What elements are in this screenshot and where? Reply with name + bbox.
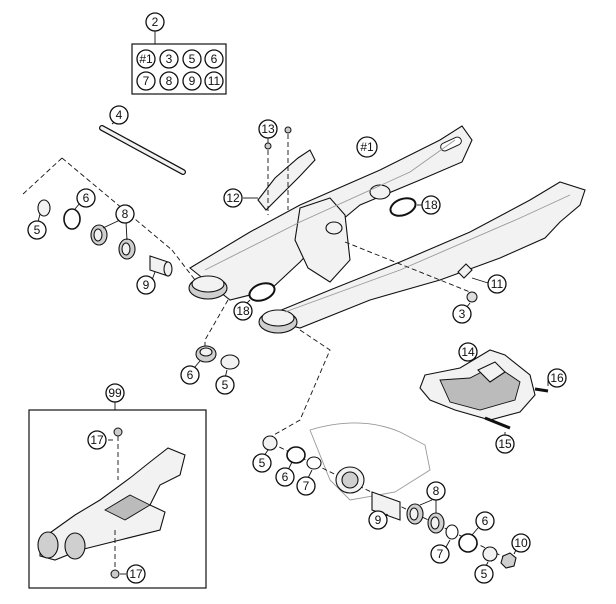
- callout-10[interactable]: 10: [511, 533, 531, 553]
- callout-2-circle[interactable]: [145, 12, 165, 32]
- svg-text:6: 6: [211, 52, 218, 66]
- callout-5-rear-b[interactable]: 5: [474, 564, 494, 584]
- rear-pivot-stack: [262, 435, 517, 569]
- explode-axis-rear: [264, 329, 331, 441]
- callout-17-bottom[interactable]: 17: [126, 564, 146, 584]
- svg-text:12: 12: [226, 191, 240, 205]
- inset-group: [28, 402, 207, 589]
- svg-text:16: 16: [550, 371, 564, 385]
- callout-16[interactable]: 16: [547, 368, 567, 388]
- kit-item-4[interactable]: 6: [204, 49, 224, 69]
- callout-8-rear[interactable]: 8: [426, 481, 446, 501]
- kit-item-5[interactable]: 7: [136, 71, 156, 91]
- svg-text:14: 14: [461, 345, 475, 359]
- svg-text:8: 8: [122, 207, 129, 221]
- callout-9-left[interactable]: 9: [136, 275, 156, 295]
- leader-11: [471, 277, 489, 284]
- callout-14[interactable]: 14: [458, 342, 478, 362]
- callout-3[interactable]: 3: [452, 304, 472, 324]
- callout-12[interactable]: 12: [223, 188, 243, 208]
- callout-2: 2: [152, 15, 159, 29]
- explode-axis-middle: [204, 299, 229, 350]
- svg-text:9: 9: [375, 513, 382, 527]
- callout-18-lower[interactable]: 18: [233, 301, 253, 321]
- callout-15[interactable]: 15: [495, 434, 515, 454]
- svg-text:15: 15: [498, 437, 512, 451]
- svg-text:5: 5: [189, 52, 196, 66]
- axle-part: [99, 119, 186, 175]
- svg-text:7: 7: [143, 74, 150, 88]
- callout-8-left[interactable]: 8: [115, 204, 135, 224]
- callout-4[interactable]: 4: [109, 105, 129, 125]
- inset-box: [28, 409, 207, 589]
- callout-1[interactable]: #1: [356, 136, 378, 158]
- bushing-3-part: [465, 291, 478, 309]
- callout-7-rear-a[interactable]: 7: [296, 476, 316, 496]
- svg-text:99: 99: [108, 386, 122, 400]
- svg-text:7: 7: [303, 479, 310, 493]
- svg-text:6: 6: [282, 470, 289, 484]
- chain-guide-part: [419, 349, 549, 436]
- svg-text:#1: #1: [360, 140, 374, 154]
- svg-text:6: 6: [482, 514, 489, 528]
- callout-5-rear-a[interactable]: 5: [252, 453, 272, 473]
- svg-text:9: 9: [143, 278, 150, 292]
- kit-item-2[interactable]: 3: [159, 49, 179, 69]
- callout-6-rear-b[interactable]: 6: [475, 511, 495, 531]
- swingarm-ghost: [309, 422, 431, 501]
- kit-item-7[interactable]: 9: [182, 71, 202, 91]
- svg-text:8: 8: [433, 484, 440, 498]
- explode-axis-left: [21, 157, 196, 281]
- explode-axis-right: [344, 241, 471, 293]
- callout-6-left[interactable]: 6: [76, 188, 96, 208]
- svg-text:8: 8: [166, 74, 173, 88]
- svg-text:10: 10: [514, 536, 528, 550]
- callout-5-middle[interactable]: 5: [215, 375, 235, 395]
- callout-6-rear-a[interactable]: 6: [275, 467, 295, 487]
- callout-11[interactable]: 11: [487, 274, 507, 294]
- cover-ring-upper: [389, 197, 422, 217]
- svg-text:#1: #1: [139, 52, 153, 66]
- svg-text:5: 5: [34, 223, 41, 237]
- bracket-part: [243, 126, 316, 215]
- cover-ring-lower: [244, 282, 276, 306]
- svg-text:11: 11: [208, 74, 221, 88]
- kit-item-1[interactable]: #1: [136, 49, 156, 69]
- svg-text:5: 5: [222, 378, 229, 392]
- kit-item-3[interactable]: 5: [182, 49, 202, 69]
- svg-text:4: 4: [116, 108, 123, 122]
- svg-text:3: 3: [459, 307, 466, 321]
- callout-7-rear-b[interactable]: 7: [430, 544, 450, 564]
- callout-13[interactable]: 13: [258, 119, 278, 139]
- kit-group: 2 #1 3 5 6 7 8 9 11: [131, 12, 227, 95]
- kit-box: [131, 43, 227, 95]
- svg-text:18: 18: [236, 304, 250, 318]
- svg-text:18: 18: [424, 198, 438, 212]
- svg-text:13: 13: [261, 122, 275, 136]
- callout-99[interactable]: 99: [105, 383, 125, 403]
- callout-17-top[interactable]: 17: [87, 430, 107, 450]
- kit-item-6[interactable]: 8: [159, 71, 179, 91]
- callout-18-upper[interactable]: 18: [421, 195, 441, 215]
- callout-6-middle[interactable]: 6: [180, 365, 200, 385]
- svg-text:6: 6: [187, 368, 194, 382]
- svg-text:6: 6: [83, 191, 90, 205]
- svg-text:17: 17: [129, 567, 143, 581]
- svg-text:9: 9: [189, 74, 196, 88]
- svg-text:5: 5: [259, 456, 266, 470]
- svg-text:17: 17: [90, 433, 104, 447]
- middle-seal-stack: [193, 345, 240, 379]
- callout-9-rear[interactable]: 9: [368, 510, 388, 530]
- left-bearing-stack: [37, 199, 173, 281]
- swingarm-body: [188, 125, 586, 334]
- callout-5-left[interactable]: 5: [27, 220, 47, 240]
- svg-text:11: 11: [491, 277, 504, 291]
- svg-text:7: 7: [437, 547, 444, 561]
- svg-text:5: 5: [481, 567, 488, 581]
- svg-text:3: 3: [166, 52, 173, 66]
- kit-item-8[interactable]: 11: [204, 71, 224, 91]
